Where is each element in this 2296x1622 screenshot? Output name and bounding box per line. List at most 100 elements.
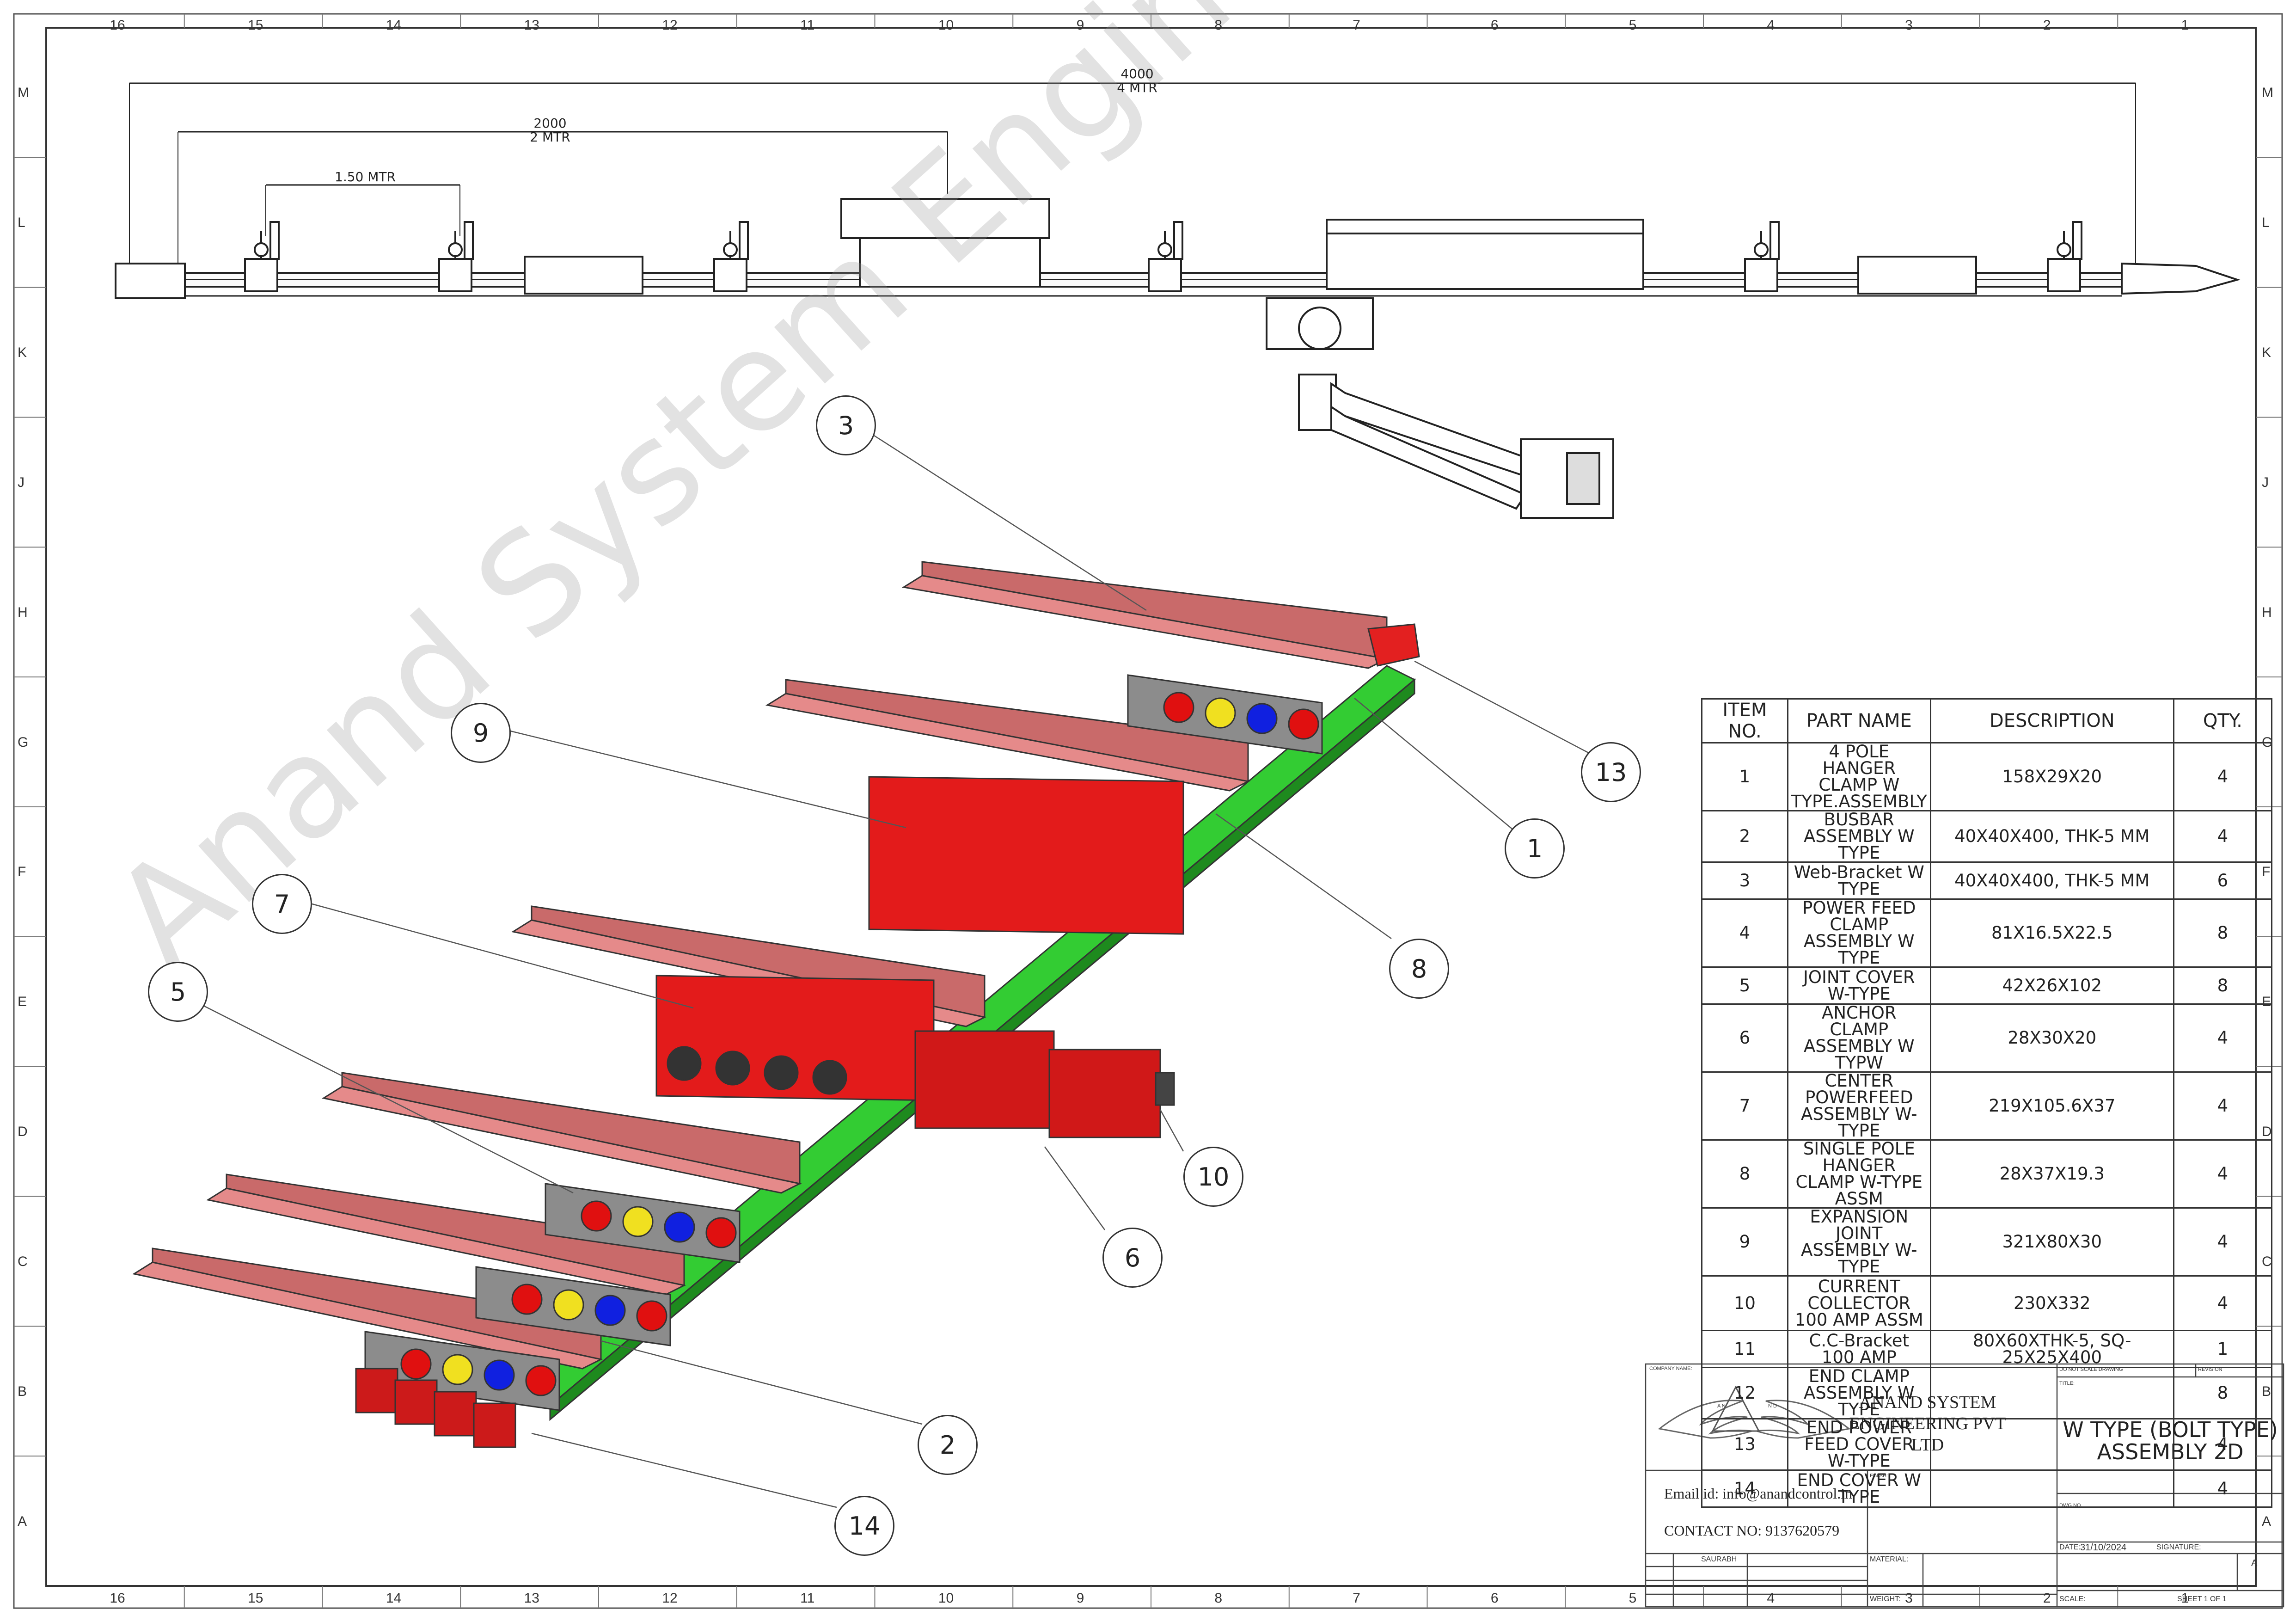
bom-qty: 4 bbox=[2173, 1275, 2273, 1331]
contact-number: CONTACT NO: 9137620579 bbox=[1664, 1522, 1840, 1539]
grid-column-label: 7 bbox=[1353, 18, 1360, 33]
grid-column-label: 6 bbox=[1490, 1591, 1499, 1606]
grid-row-label: G bbox=[18, 734, 29, 750]
bom-item-no: 10 bbox=[1701, 1275, 1788, 1331]
isometric-assembly bbox=[132, 561, 1420, 1448]
bom-item-no: 9 bbox=[1701, 1207, 1788, 1277]
revision-label: REVISION bbox=[2198, 1367, 2223, 1372]
bom-item-no: 6 bbox=[1701, 1003, 1788, 1073]
grid-column-label: 11 bbox=[800, 1591, 815, 1606]
dimension-hanger-pitch: 1.50 MTR bbox=[335, 169, 396, 184]
drawing-title: W TYPE (BOLT TYPE) ASSEMBLY 2D bbox=[2063, 1417, 2278, 1464]
bom-part-name: END CLAMP ASSEMBLY W TYPE bbox=[1787, 1367, 1931, 1419]
leader-lines bbox=[203, 431, 1591, 1508]
bom-part-name: JOINT COVER W-TYPE bbox=[1787, 966, 1931, 1005]
bom-item-no: 4 bbox=[1701, 898, 1788, 968]
bom-qty: 8 bbox=[2173, 898, 2273, 968]
bom-qty: 4 bbox=[2173, 1003, 2273, 1073]
bom-item-no: 3 bbox=[1701, 861, 1788, 900]
bom-item-no: 14 bbox=[1701, 1469, 1788, 1508]
bom-description: 40X40X400, THK-5 MM bbox=[1929, 810, 2174, 863]
grid-row-label: K bbox=[18, 345, 27, 361]
bom-part-name: POWER FEED CLAMP ASSEMBLY W TYPE bbox=[1787, 898, 1931, 968]
bom-description: 219X105.6X37 bbox=[1929, 1071, 2174, 1141]
bom-header-description: DESCRIPTION bbox=[1929, 698, 2174, 743]
grid-column-label: 4 bbox=[1767, 18, 1775, 33]
company-name-label: COMPANY NAME: bbox=[1649, 1366, 1692, 1371]
date-value: 31/10/2024 bbox=[2080, 1542, 2127, 1553]
bom-part-name: SINGLE POLE HANGER CLAMP W-TYPE ASSM bbox=[1787, 1139, 1931, 1209]
grid-column-label: 10 bbox=[938, 18, 954, 33]
bom-part-name: END COVER W TYPE bbox=[1787, 1469, 1931, 1508]
sheet-label: SHEET 1 OF 1 bbox=[2177, 1595, 2227, 1603]
dimension-overall: 4000 4 MTR bbox=[1117, 66, 1157, 95]
balloon-1: 1 bbox=[1505, 818, 1565, 879]
grid-row-label: H bbox=[18, 604, 28, 620]
grid-column-label: 8 bbox=[1214, 18, 1223, 33]
grid-row-label: C bbox=[18, 1253, 28, 1269]
grid-column-label: 8 bbox=[1214, 1591, 1223, 1606]
email-text: Email id: info@anandcontrol.in bbox=[1664, 1485, 1853, 1502]
bom-part-name: BUSBAR ASSEMBLY W TYPE bbox=[1787, 810, 1931, 863]
bom-header-item: ITEM NO. bbox=[1701, 698, 1788, 743]
bom-qty: 1 bbox=[2173, 1330, 2273, 1368]
bom-qty: 4 bbox=[2173, 1418, 2273, 1471]
grid-column-label: 16 bbox=[110, 18, 125, 33]
grid-column-label: 3 bbox=[1905, 18, 1913, 33]
grid-column-label: 11 bbox=[800, 18, 815, 33]
bom-item-no: 1 bbox=[1701, 742, 1788, 811]
bom-part-name: CENTER POWERFEED ASSEMBLY W-TYPE bbox=[1787, 1071, 1931, 1141]
bom-part-name: EXPANSION JOINT ASSEMBLY W-TYPE bbox=[1787, 1207, 1931, 1277]
grid-column-label: 6 bbox=[1490, 18, 1499, 33]
grid-row-label: L bbox=[2262, 215, 2270, 231]
grid-column-label: 7 bbox=[1353, 1591, 1360, 1606]
grid-row-label: D bbox=[18, 1124, 28, 1140]
scale-label: SCALE: bbox=[2059, 1595, 2086, 1603]
grid-column-label: 14 bbox=[386, 1591, 402, 1606]
elevation-view bbox=[115, 82, 2241, 519]
bom-description bbox=[1929, 1367, 2174, 1419]
bom-description bbox=[1929, 1418, 2174, 1471]
bom-item-no: 7 bbox=[1701, 1071, 1788, 1141]
bom-description: 40X40X400, THK-5 MM bbox=[1929, 861, 2174, 900]
bom-part-name: C.C-Bracket 100 AMP bbox=[1787, 1330, 1931, 1368]
bom-item-no: 5 bbox=[1701, 966, 1788, 1005]
balloon-13: 13 bbox=[1581, 742, 1641, 802]
grid-column-label: 2 bbox=[2043, 18, 2051, 33]
bom-description bbox=[1929, 1469, 2174, 1508]
grid-row-label: K bbox=[2262, 345, 2272, 361]
bom-part-name: 4 POLE HANGER CLAMP W TYPE.ASSEMBLY bbox=[1787, 742, 1931, 811]
bom-part-name: ANCHOR CLAMP ASSEMBLY W TYPW bbox=[1787, 1003, 1931, 1073]
bom-part-name: CURRENT COLLECTOR 100 AMP ASSM bbox=[1787, 1275, 1931, 1331]
grid-column-label: 15 bbox=[248, 1591, 263, 1606]
grid-column-label: 9 bbox=[1076, 1591, 1084, 1606]
title-label: TITLE: bbox=[2059, 1381, 2075, 1386]
bom-item-no: 2 bbox=[1701, 810, 1788, 863]
grid-column-label: 9 bbox=[1076, 18, 1084, 33]
bom-header-part: PART NAME bbox=[1787, 698, 1931, 743]
grid-column-label: 13 bbox=[524, 18, 539, 33]
bom-qty: 4 bbox=[2173, 742, 2273, 811]
balloon-8: 8 bbox=[1389, 939, 1449, 999]
weight-label: WEIGHT: bbox=[1870, 1595, 1901, 1603]
bom-qty: 8 bbox=[2173, 966, 2273, 1005]
dwg-no-label: DWG NO. bbox=[2059, 1503, 2082, 1508]
grid-column-label: 1 bbox=[2181, 1591, 2189, 1606]
finish-label: FINISH: bbox=[1870, 1473, 1888, 1479]
grid-column-label: 16 bbox=[110, 1591, 125, 1606]
balloon-14: 14 bbox=[834, 1496, 894, 1556]
logo-letters-left: A N bbox=[1717, 1403, 1726, 1409]
bom-item-no: 8 bbox=[1701, 1139, 1788, 1209]
grid-column-label: 1 bbox=[2181, 18, 2189, 33]
grid-row-label: L bbox=[18, 215, 25, 231]
